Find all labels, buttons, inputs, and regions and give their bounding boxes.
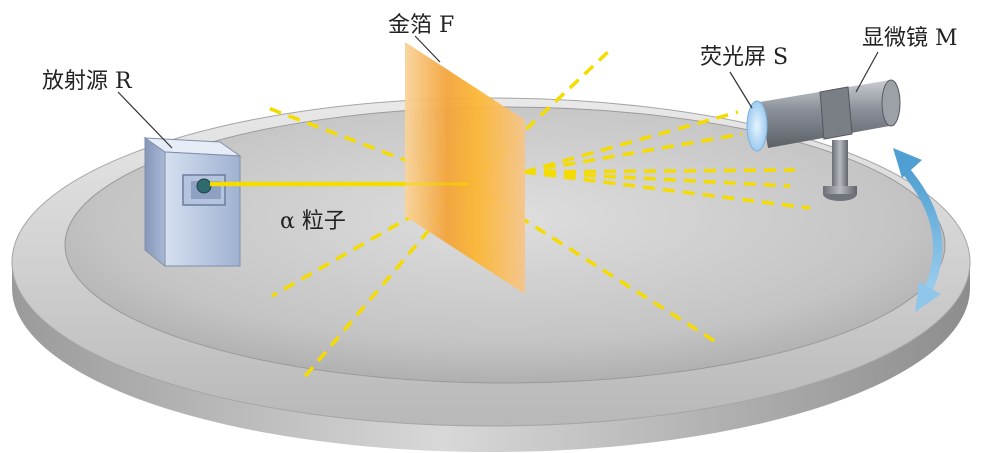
- foil-leader: [414, 35, 441, 63]
- scatter-path-2: [466, 50, 610, 186]
- source-box-front: [164, 151, 241, 267]
- source-label: 放射源 R: [42, 69, 133, 94]
- scatter-path-1: [267, 106, 469, 186]
- particle-label: α 粒子: [280, 209, 346, 234]
- scatter-path-6: [523, 110, 739, 174]
- scatter-path-9: [523, 170, 811, 210]
- source-leader: [117, 91, 173, 149]
- source-box-side: [144, 137, 166, 268]
- double-arrow-icon: [893, 148, 943, 312]
- scatter-path-3: [271, 182, 469, 298]
- screen-leader: [729, 71, 753, 109]
- rotation-arc: [900, 165, 943, 301]
- rotation-arrowhead-top: [893, 148, 922, 178]
- label-leaders: [117, 35, 879, 149]
- radioactive-source-box: [143, 137, 242, 268]
- microscope-base-plate: [823, 186, 857, 194]
- rotation-arrowhead-bottom: [915, 282, 941, 312]
- microscope-collar: [819, 86, 853, 140]
- microscope-label: 显微镜 M: [862, 26, 958, 51]
- scatter-path-7: [523, 132, 743, 174]
- gold-foil: [405, 42, 525, 294]
- scatter-path-10: [523, 170, 791, 188]
- microscope-eyepiece: [881, 79, 901, 127]
- scatter-path-8: [523, 168, 796, 174]
- microscope-post: [832, 140, 848, 190]
- microscope-leader: [855, 51, 879, 93]
- screen-label: 荧光屏 S: [700, 45, 788, 70]
- foil-label: 金箔 F: [388, 13, 454, 38]
- fluorescent-screen: [746, 100, 768, 152]
- source-sphere: [196, 178, 212, 194]
- microscope: [746, 79, 901, 201]
